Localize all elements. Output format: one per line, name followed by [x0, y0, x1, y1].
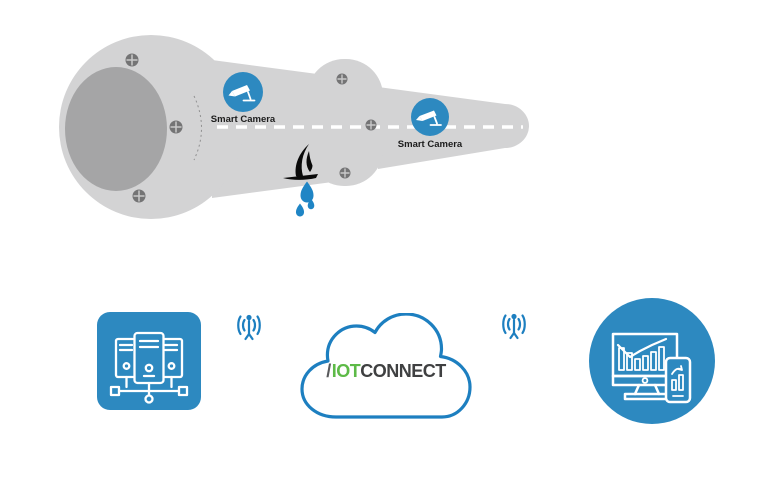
pipe-opening-face — [65, 67, 167, 191]
bolt-screw-icon — [339, 167, 351, 179]
bolt-screw-icon — [125, 53, 139, 67]
smart-camera-label: Smart Camera — [211, 114, 276, 125]
monitor-chart-icon — [589, 298, 715, 424]
bolt-screw-icon — [336, 73, 348, 85]
broadcast-signal-icon — [502, 313, 526, 340]
broadcast-signal-icon — [237, 314, 261, 341]
server-rack-icon — [97, 312, 201, 410]
flange-socket-edge — [193, 95, 202, 161]
water-drops-icon — [295, 181, 315, 217]
pipe-coupling — [307, 59, 383, 186]
water-pipe-illustration: Smart Camera Smart Camera — [59, 35, 529, 219]
bolt-screw-icon — [169, 120, 183, 134]
bolt-screw-icon — [365, 119, 377, 131]
cloud-icon — [300, 313, 472, 419]
bolt-screw-icon — [132, 189, 146, 203]
cctv-camera-icon — [411, 98, 449, 136]
smart-camera-label: Smart Camera — [398, 139, 463, 150]
leak-crack-icon — [283, 144, 318, 180]
cctv-camera-icon — [223, 72, 263, 112]
